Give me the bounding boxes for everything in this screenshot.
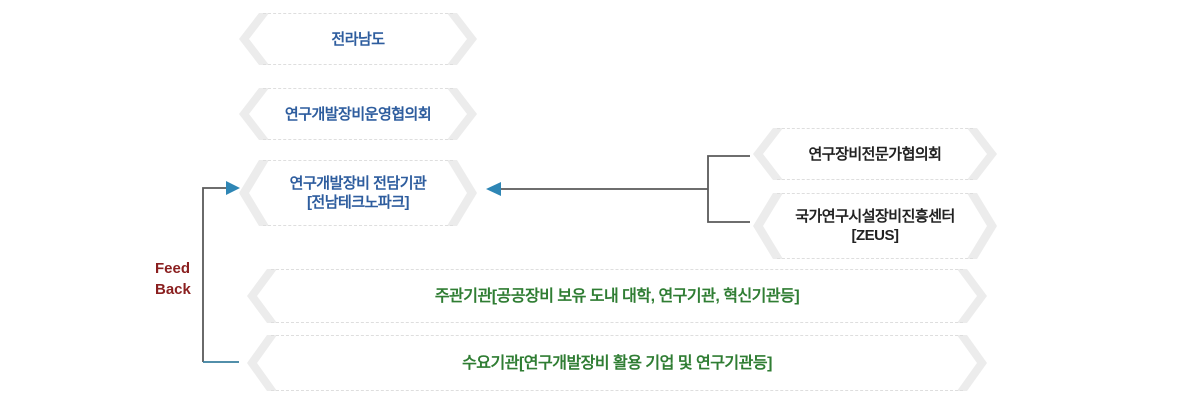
- chevron-left-icon: [247, 269, 277, 323]
- chevron-right-icon: [957, 335, 987, 391]
- zeus-center-line1: 국가연구시설장비진흥센터: [795, 208, 955, 225]
- dashed-top-border: [777, 193, 973, 194]
- node-jeonnam-province: 전라남도: [233, 13, 483, 65]
- dashed-bottom-border: [263, 225, 453, 226]
- chevron-left-icon: [753, 193, 783, 259]
- dashed-top-border: [263, 88, 453, 89]
- chevron-right-icon: [447, 160, 477, 226]
- chevron-left-icon: [239, 160, 269, 226]
- node-host-institutions: 주관기관[공공장비 보유 도내 대학, 연구기관, 혁신기관등]: [241, 269, 993, 323]
- node-dedicated-agency: 연구개발장비 전담기관 [전남테크노파크]: [233, 160, 483, 226]
- dashed-top-border: [271, 335, 963, 336]
- node-host-institutions-label: 주관기관[공공장비 보유 도내 대학, 연구기관, 혁신기관등]: [434, 287, 800, 305]
- dedicated-agency-line2: [전남테크노파크]: [306, 194, 410, 211]
- dashed-bottom-border: [777, 179, 973, 180]
- dashed-top-border: [777, 128, 973, 129]
- dashed-top-border: [271, 269, 963, 270]
- node-zeus-center-label: 국가연구시설장비진흥센터 [ZEUS]: [795, 207, 955, 245]
- node-equipment-expert-council: 연구장비전문가협의회: [747, 128, 1003, 180]
- node-jeonnam-label: 전라남도: [331, 30, 385, 48]
- dashed-bottom-border: [777, 258, 973, 259]
- dashed-bottom-border: [271, 390, 963, 391]
- feedback-label: Feed Back: [155, 258, 191, 300]
- dashed-top-border: [263, 13, 453, 14]
- node-zeus-center: 국가연구시설장비진흥센터 [ZEUS]: [747, 193, 1003, 259]
- chevron-left-icon: [247, 335, 277, 391]
- node-equipment-operation-council: 연구개발장비운영협의회: [233, 88, 483, 140]
- chevron-left-icon: [753, 128, 783, 180]
- node-demand-institutions: 수요기관[연구개발장비 활용 기업 및 연구기관등]: [241, 335, 993, 391]
- feedback-label-line1: Feed: [155, 260, 191, 277]
- dedicated-agency-line1: 연구개발장비 전담기관: [289, 175, 427, 192]
- dashed-bottom-border: [263, 139, 453, 140]
- bracket-connector: [501, 155, 750, 223]
- chevron-left-icon: [239, 13, 269, 65]
- node-demand-institutions-label: 수요기관[연구개발장비 활용 기업 및 연구기관등]: [462, 354, 772, 372]
- node-operation-council-label: 연구개발장비운영협의회: [284, 105, 432, 123]
- chevron-right-icon: [957, 269, 987, 323]
- chevron-right-icon: [967, 128, 997, 180]
- zeus-center-line2: [ZEUS]: [851, 227, 899, 244]
- feedback-loop-line: [202, 187, 226, 362]
- chevron-right-icon: [967, 193, 997, 259]
- chevron-right-icon: [447, 88, 477, 140]
- node-dedicated-agency-label: 연구개발장비 전담기관 [전남테크노파크]: [290, 174, 427, 212]
- chevron-left-icon: [239, 88, 269, 140]
- feedback-label-line2: Back: [155, 281, 191, 298]
- dashed-top-border: [263, 160, 453, 161]
- bracket-arrowhead-icon: [486, 182, 501, 196]
- dashed-bottom-border: [263, 64, 453, 65]
- node-expert-council-label: 연구장비전문가협의회: [808, 145, 942, 163]
- chevron-right-icon: [447, 13, 477, 65]
- dashed-bottom-border: [271, 322, 963, 323]
